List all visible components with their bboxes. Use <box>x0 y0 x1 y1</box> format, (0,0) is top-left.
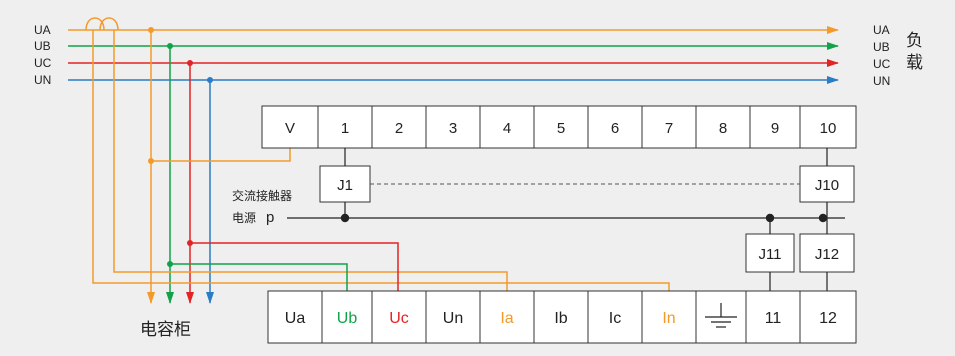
power-symbol: p <box>266 209 274 226</box>
right-label-uc: UC <box>873 57 891 71</box>
top-terminal-label: 2 <box>395 120 403 137</box>
top-terminal-label: 1 <box>341 120 349 137</box>
bottom-terminal-label: 11 <box>765 310 782 327</box>
top-terminal-label: V <box>285 120 295 137</box>
v-feed-wire <box>151 148 291 162</box>
relay-j10-label: J10 <box>815 177 839 194</box>
bottom-terminal-label: Ib <box>554 310 567 327</box>
top-terminal-cell <box>479 105 535 149</box>
relay-j11-label: J11 <box>758 246 781 263</box>
contactor-label: 交流接触器 <box>232 188 292 203</box>
top-terminal-cell <box>261 105 319 149</box>
top-terminal-label: 4 <box>503 120 511 137</box>
current-transformer-icon <box>85 17 119 31</box>
bottom-terminal-cell <box>533 290 589 344</box>
bottom-terminal-label: Ic <box>609 310 621 327</box>
right-label-un: UN <box>873 74 890 88</box>
relay-j12-box <box>799 233 855 273</box>
top-terminal-cell <box>425 105 481 149</box>
bottom-terminal-cell <box>479 290 535 344</box>
bottom-terminal-block: Ua Ub Uc Un Ia Ib Ic In 11 12 <box>267 290 857 344</box>
load-label: 负载 <box>906 31 923 73</box>
bottom-terminal-label: Ua <box>285 310 306 327</box>
bus-lines <box>68 26 839 84</box>
left-label-ua: UA <box>34 23 51 37</box>
bottom-terminal-cell <box>321 290 373 344</box>
left-label-un: UN <box>34 73 51 87</box>
right-label-ua: UA <box>873 23 890 37</box>
control-junctions <box>340 213 828 223</box>
relays: J1 J10 J11 J12 <box>319 165 855 273</box>
uc-sense-wire <box>190 242 399 291</box>
relay-j11-box <box>745 233 795 273</box>
top-terminal-label: 5 <box>557 120 565 137</box>
left-label-uc: UC <box>34 56 52 70</box>
bottom-terminal-label: 12 <box>819 310 837 327</box>
bottom-terminal-label: Ub <box>337 310 358 327</box>
bottom-terminal-cell <box>745 290 801 344</box>
top-terminal-label: 6 <box>611 120 619 137</box>
bottom-terminal-cell <box>799 290 857 344</box>
right-line-labels: UA UB UC UN <box>873 23 891 88</box>
right-label-ub: UB <box>873 40 890 54</box>
bottom-terminal-label: Ia <box>500 310 513 327</box>
top-terminal-block: V 1 2 3 4 5 6 7 8 9 10 <box>261 105 857 149</box>
left-label-ub: UB <box>34 39 51 53</box>
top-terminal-cell <box>799 105 857 149</box>
top-terminal-cell <box>641 105 697 149</box>
left-line-labels: UA UB UC UN <box>34 23 52 87</box>
ub-sense-wire <box>170 263 348 291</box>
top-terminal-label: 9 <box>771 120 779 137</box>
ct-secondary-wires <box>92 30 670 291</box>
bottom-terminal-label: Uc <box>389 310 409 327</box>
relay-j12-label: J12 <box>815 246 839 263</box>
ground-icon <box>705 303 737 328</box>
top-terminal-label: 3 <box>449 120 457 137</box>
top-terminal-label: 7 <box>665 120 673 137</box>
relay-j1-label: J1 <box>337 177 353 194</box>
bottom-terminal-label: Un <box>443 310 463 327</box>
top-terminal-label: 10 <box>820 120 837 137</box>
relay-j1-box <box>319 165 371 203</box>
top-terminal-cell <box>371 105 427 149</box>
top-terminal-cell <box>695 105 751 149</box>
bottom-terminal-cell <box>587 290 643 344</box>
contactor-power-label: 电源 <box>232 211 256 225</box>
bottom-terminal-label: In <box>662 310 675 327</box>
capacitor-cabinet-label: 电容柜 <box>140 320 191 340</box>
bottom-terminal-cell <box>267 290 323 344</box>
capacitor-feed-wires <box>147 30 214 304</box>
top-terminal-label: 8 <box>719 120 727 137</box>
top-terminal-cell <box>587 105 643 149</box>
